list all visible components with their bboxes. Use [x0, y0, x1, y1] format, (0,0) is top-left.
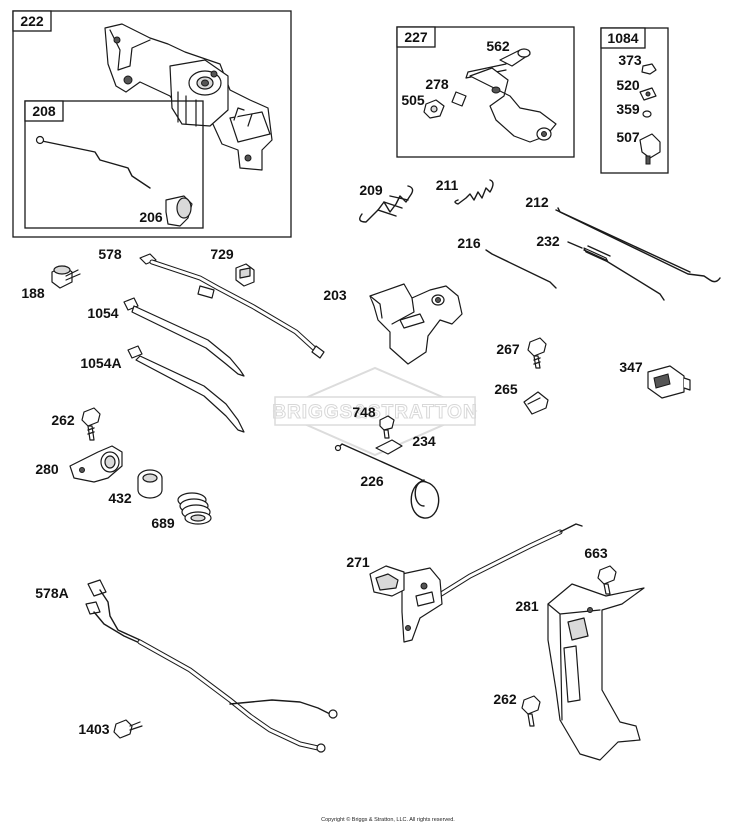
label-281: 281 [515, 598, 539, 614]
label-267: 267 [496, 341, 520, 357]
kit-label-1084: 1084 [607, 30, 638, 46]
kit-box-208: 208 [24, 100, 204, 229]
governor-spring-211 [454, 179, 494, 205]
label-373: 373 [618, 52, 642, 68]
fastener-kit-parts [639, 63, 661, 165]
label-232: 232 [536, 233, 560, 249]
label-278: 278 [425, 76, 449, 92]
watermark: BRIGGS&STRATTON [272, 366, 478, 457]
label-432: 432 [108, 490, 132, 506]
choke-rod-226 [334, 443, 440, 519]
kit-box-227: 227 [396, 26, 575, 158]
cable-tie-1054a [127, 345, 245, 433]
watermark-text: BRIGGS&STRATTON [272, 402, 477, 423]
spring-689 [177, 492, 212, 525]
label-188: 188 [21, 285, 45, 301]
clip-265 [523, 391, 549, 415]
screw-663 [597, 565, 617, 595]
wire-harness-578a [85, 579, 338, 753]
switch-347 [647, 365, 691, 399]
governor-spring-209 [359, 185, 414, 223]
label-578A: 578A [35, 585, 68, 601]
control-bracket-assembly [104, 23, 273, 171]
label-520: 520 [616, 77, 640, 93]
link-rod-216 [485, 249, 557, 289]
label-265: 265 [494, 381, 518, 397]
copyright-text: Copyright © Briggs & Stratton, LLC. All … [321, 816, 455, 823]
clip-234 [375, 439, 403, 455]
bushing-432 [137, 469, 163, 499]
label-1403: 1403 [78, 721, 109, 737]
label-262-lower: 262 [493, 691, 517, 707]
label-359: 359 [616, 101, 640, 117]
label-729: 729 [210, 246, 234, 262]
label-212: 212 [525, 194, 549, 210]
screw-267 [527, 337, 547, 369]
label-347: 347 [619, 359, 643, 375]
control-cover-281 [547, 583, 645, 761]
screw-748 [379, 415, 395, 439]
label-234: 234 [412, 433, 436, 449]
kit-label-227: 227 [404, 29, 428, 45]
label-226: 226 [360, 473, 384, 489]
label-216: 216 [457, 235, 481, 251]
cable-tie-1054 [123, 297, 245, 377]
screw-1403 [113, 719, 143, 739]
label-262-upper: 262 [51, 412, 75, 428]
bracket-280 [69, 445, 123, 483]
governor-link-rod [35, 135, 193, 227]
screw-188 [51, 265, 81, 289]
label-507: 507 [616, 129, 640, 145]
label-505: 505 [401, 92, 425, 108]
label-1054A: 1054A [80, 355, 121, 371]
kit-box-222: 222 [12, 10, 292, 238]
label-748: 748 [352, 404, 376, 420]
choke-link-212 [555, 207, 721, 283]
governor-spring-232 [567, 241, 665, 301]
label-1054: 1054 [87, 305, 118, 321]
label-280: 280 [35, 461, 59, 477]
throttle-lever-assembly [423, 48, 557, 143]
ground-wire-578 [139, 253, 325, 359]
label-211: 211 [436, 177, 459, 193]
label-562: 562 [486, 38, 510, 54]
kit-label-222: 222 [20, 13, 44, 29]
label-271: 271 [346, 554, 370, 570]
label-663: 663 [584, 545, 608, 561]
screw-262-lower [521, 695, 541, 727]
bracket-203 [369, 283, 463, 365]
kit-box-1084: 1084 [600, 27, 669, 174]
label-689: 689 [151, 515, 175, 531]
kit-label-208: 208 [32, 103, 56, 119]
label-578: 578 [98, 246, 122, 262]
label-209: 209 [359, 182, 383, 198]
label-206: 206 [139, 209, 163, 225]
throttle-control-271 [369, 523, 583, 643]
clip-729 [235, 263, 255, 287]
screw-262-upper [81, 407, 101, 441]
label-203: 203 [323, 287, 347, 303]
